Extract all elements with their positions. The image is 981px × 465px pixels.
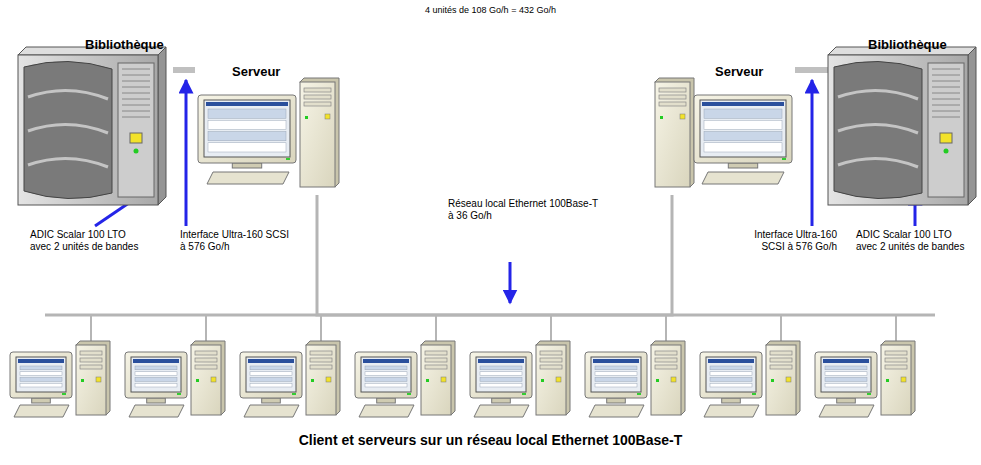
callout-text: Réseau local Ethernet 100Base-T à 36 Go/… [448, 198, 603, 222]
monitor-icon [240, 352, 302, 403]
caption: Client et serveurs sur un réseau local E… [0, 432, 981, 449]
client-computer [815, 315, 915, 417]
callout-text: ADIC Scalar 100 LTO avec 2 unités de ban… [30, 229, 144, 253]
callout-arrow [811, 80, 814, 226]
tower-icon [766, 341, 800, 415]
lan-link [317, 195, 672, 315]
tower-icon [655, 78, 694, 187]
monitor-icon [585, 352, 647, 403]
client-group [10, 315, 915, 417]
callout-arrow [185, 80, 188, 226]
keyboard-icon [207, 172, 289, 184]
client-computer [585, 315, 685, 417]
tape-library: Bibliothèque [8, 35, 173, 210]
client-computer [240, 315, 340, 417]
caption-box: Client et serveurs sur un réseau local E… [0, 432, 981, 449]
client-computer [10, 315, 110, 417]
node-heading: Bibliothèque [85, 37, 164, 52]
scsi-link [173, 67, 195, 73]
callout-text-box: Interface Ultra-160 SCSI à 576 Go/h [180, 229, 292, 253]
monitor-icon [470, 352, 532, 403]
client-computer [125, 315, 225, 417]
tape-library-icon [18, 47, 166, 205]
server-drawing [195, 62, 340, 195]
callout-text-box: ADIC Scalar 100 LTO avec 2 unités de ban… [30, 229, 144, 253]
callout-arrow [509, 262, 512, 303]
node-heading: Serveur [715, 64, 763, 79]
monitor-icon [694, 95, 792, 168]
keyboard-icon [244, 405, 299, 417]
keyboard-icon [14, 405, 69, 417]
keyboard-icon [702, 172, 784, 184]
tape-library: Bibliothèque [828, 35, 978, 210]
client-computer [700, 315, 800, 417]
tape-library-icon [828, 47, 976, 205]
keyboard-icon [359, 405, 414, 417]
tower-icon [881, 341, 915, 415]
callout-text: Interface Ultra-160 SCSI à 576 Go/h [180, 229, 292, 253]
callout-text: ADIC Scalar 100 LTO avec 2 unités de ban… [856, 229, 970, 253]
node-heading: Bibliothèque [868, 37, 947, 52]
callout-text-box: Réseau local Ethernet 100Base-T à 36 Go/… [448, 198, 603, 222]
keyboard-icon [704, 405, 759, 417]
callout-text: Interface Ultra-160 SCSI à 576 Go/h [745, 229, 837, 253]
server-drawing [650, 62, 795, 195]
scsi-link [795, 67, 828, 73]
monitor-icon [125, 352, 187, 403]
server: Serveur [195, 62, 340, 195]
monitor-icon [815, 352, 877, 403]
monitor-icon [700, 352, 762, 403]
tower-icon [76, 341, 110, 415]
callout-text-box: ADIC Scalar 100 LTO avec 2 unités de ban… [856, 229, 970, 253]
client-computer [355, 315, 455, 417]
tower-icon [300, 78, 339, 187]
tower-icon [421, 341, 455, 415]
throughput-note-box: 4 unités de 108 Go/h = 432 Go/h [0, 4, 981, 16]
tower-icon [306, 341, 340, 415]
tower-icon [191, 341, 225, 415]
monitor-icon [10, 352, 72, 403]
keyboard-icon [129, 405, 184, 417]
server: Serveur [650, 62, 795, 195]
tower-icon [651, 341, 685, 415]
keyboard-icon [474, 405, 529, 417]
tape-library-drawing [828, 35, 978, 210]
monitor-icon [355, 352, 417, 403]
monitor-icon [198, 95, 296, 168]
throughput-note: 4 unités de 108 Go/h = 432 Go/h [0, 4, 981, 16]
tape-library-drawing [8, 35, 173, 210]
client-computer [470, 315, 570, 417]
keyboard-icon [819, 405, 874, 417]
keyboard-icon [589, 405, 644, 417]
node-heading: Serveur [232, 64, 280, 79]
callout-text-box: Interface Ultra-160 SCSI à 576 Go/h [745, 229, 837, 253]
tower-icon [536, 341, 570, 415]
